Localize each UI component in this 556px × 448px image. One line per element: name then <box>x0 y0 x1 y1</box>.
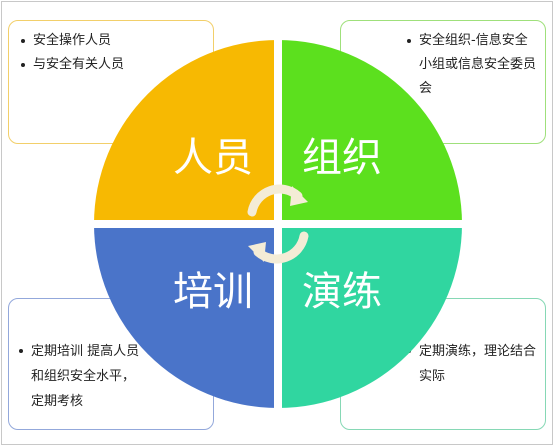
training-label: 培训 <box>173 269 253 315</box>
organization-label: 组织 <box>302 135 382 181</box>
people-bullet-1: 安全操作人员 <box>21 29 203 53</box>
training-quadrant <box>94 224 278 408</box>
drill-label: 演练 <box>302 269 382 315</box>
organization-quadrant <box>278 40 462 224</box>
refresh-cycle-icon <box>247 184 309 264</box>
drill-quadrant <box>278 224 462 408</box>
people-quadrant <box>94 40 278 224</box>
people-bullet-2: 与安全有关人员 <box>21 53 203 77</box>
training-bullet-1: 定期培训 提高人员和组织安全水平，定期考核 <box>19 339 143 414</box>
organization-bullet-1: 安全组织-信息安全小组或信息安全委员会 <box>407 29 537 101</box>
people-label: 人员 <box>173 135 253 181</box>
